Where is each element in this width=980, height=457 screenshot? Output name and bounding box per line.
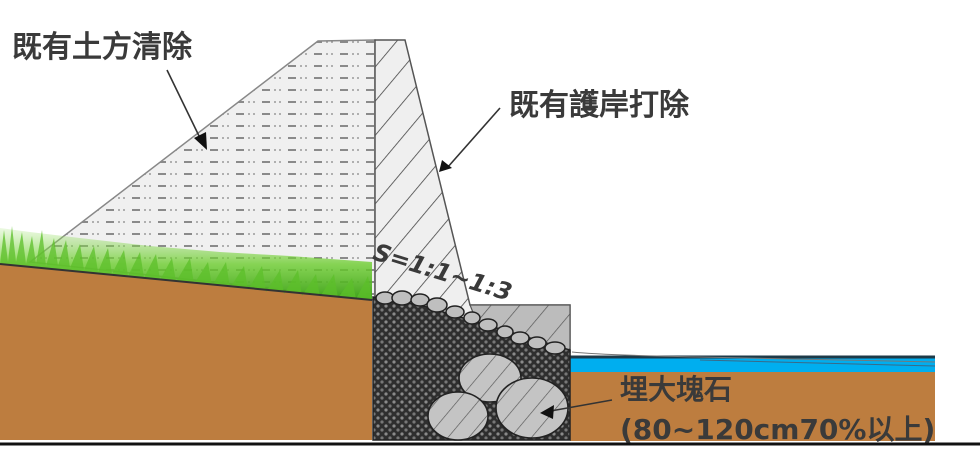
arrow-boulder (540, 399, 613, 419)
soil-river-bed (570, 371, 935, 441)
arrow-soil-removal (166, 69, 207, 150)
large-boulders (427, 353, 569, 441)
arrowhead-icon (540, 405, 554, 419)
label-existing-revetment-removal: 既有護岸打除 (509, 88, 689, 123)
label-boulder-spec: (80~120cm70%以上) (620, 413, 936, 446)
arrowhead-icon (194, 132, 207, 150)
soil-left-bank (0, 264, 372, 440)
arrowhead-icon (439, 160, 452, 172)
label-existing-soil-removal: 既有土方清除 (12, 30, 192, 65)
slope-rocks (375, 290, 566, 355)
label-boulder: 埋大塊石 (620, 373, 733, 406)
arrow-revetment-removal (439, 107, 501, 172)
grass (0, 226, 372, 300)
